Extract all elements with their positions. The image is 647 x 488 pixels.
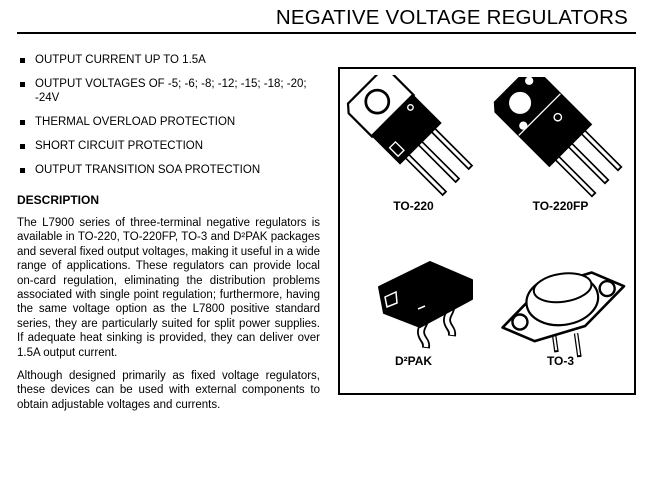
bullet-square-icon bbox=[17, 115, 35, 129]
feature-item-label: THERMAL OVERLOAD PROTECTION bbox=[35, 116, 236, 128]
feature-item-label: OUTPUT VOLTAGES OF -5; -6; -8; -12; -15;… bbox=[35, 78, 307, 104]
to-220fp-illustration bbox=[493, 77, 623, 198]
bullet-square-icon bbox=[17, 53, 35, 67]
left-column: OUTPUT CURRENT UP TO 1.5A OUTPUT VOLTAGE… bbox=[17, 53, 320, 421]
package-label-d2pak: D²PAK bbox=[394, 354, 433, 368]
package-label-to3: TO-3 bbox=[546, 354, 575, 368]
description-body: The L7900 series of three-terminal negat… bbox=[17, 216, 320, 412]
feature-item: OUTPUT CURRENT UP TO 1.5A bbox=[17, 53, 320, 67]
feature-list: OUTPUT CURRENT UP TO 1.5A OUTPUT VOLTAGE… bbox=[17, 53, 320, 177]
feature-item-label: SHORT CIRCUIT PROTECTION bbox=[35, 140, 204, 152]
feature-item-label: OUTPUT CURRENT UP TO 1.5A bbox=[35, 54, 206, 66]
title-divider bbox=[17, 32, 636, 34]
description-paragraph: Although designed primarily as fixed vol… bbox=[17, 370, 320, 411]
feature-item-label: OUTPUT TRANSITION SOA PROTECTION bbox=[35, 164, 261, 176]
feature-item: OUTPUT TRANSITION SOA PROTECTION bbox=[17, 163, 320, 177]
package-figure-box: TO-220 TO-220FP D²PAK TO-3 bbox=[338, 67, 636, 395]
bullet-square-icon bbox=[17, 163, 35, 177]
feature-item: THERMAL OVERLOAD PROTECTION bbox=[17, 115, 320, 129]
bullet-square-icon bbox=[17, 77, 35, 105]
bullet-square-icon bbox=[17, 139, 35, 153]
feature-item: OUTPUT VOLTAGES OF -5; -6; -8; -12; -15;… bbox=[17, 77, 320, 105]
page-title: NEGATIVE VOLTAGE REGULATORS bbox=[275, 6, 628, 29]
d2pak-illustration bbox=[378, 261, 473, 349]
to-3-illustration bbox=[501, 271, 626, 358]
package-label-to220fp: TO-220FP bbox=[532, 199, 589, 213]
description-paragraph: The L7900 series of three-terminal negat… bbox=[17, 217, 321, 359]
feature-item: SHORT CIRCUIT PROTECTION bbox=[17, 139, 320, 153]
to-220-illustration bbox=[346, 75, 474, 197]
description-heading: DESCRIPTION bbox=[17, 193, 100, 207]
package-label-to220: TO-220 bbox=[393, 199, 434, 213]
